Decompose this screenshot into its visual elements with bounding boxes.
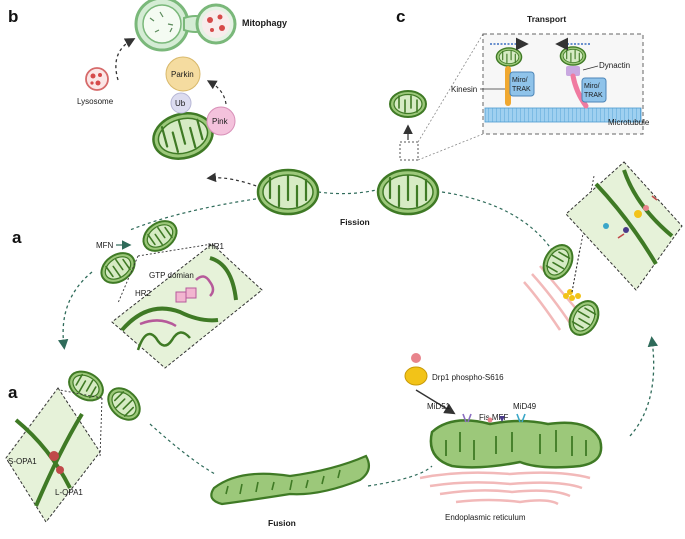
transport-zoom-box [399,141,419,161]
lysosome-icon [85,67,109,91]
drp1-arrow [415,389,456,415]
autophagosome-icon [134,0,237,52]
cycle-path-right [441,191,553,251]
dynactin-label: Dynactin [599,61,630,70]
mitochondrion-icon [94,246,142,290]
mitochondrion-icon [536,238,580,286]
zoom-line-2 [417,133,484,161]
zoom-line-4 [137,243,213,257]
cycle-arrow-up [629,336,658,437]
parkin-icon [165,56,201,92]
mid49-label: MiD49 [513,402,537,411]
ub-label: Ub [175,99,186,108]
ub-icon [170,92,192,114]
zoom-line-3 [117,255,139,304]
fis-mff-label: Fis MFF [479,413,508,422]
miro-trak-label-1: Miro/ [512,77,528,84]
panel-label-b: b [8,7,18,26]
drp1-icon [404,366,428,386]
parkin-label: Parkin [171,70,194,79]
panel-label-c: c [396,7,405,26]
hr2-label: HR2 [135,289,152,298]
mitochondrion-icon [495,47,523,67]
cycle-path-bottom-left [149,423,216,475]
transport-label: Transport [527,14,566,24]
cycle-arrow-top [206,172,263,189]
pink-icon [206,106,236,136]
mitochondrion-icon [256,168,320,216]
cycle-arrow-down [58,271,93,350]
pink-label: Pink [212,117,229,126]
mitochondrion-icon [376,168,440,216]
microtubule-label: Microtubule [608,118,650,127]
fission-label: Fission [340,217,370,227]
microtubule-icon [484,107,642,123]
er-label: Endoplasmic reticulum [445,513,526,522]
mitochondrion-icon [389,90,427,118]
pink-arrow [206,80,227,105]
mitochondrion-icon [429,419,603,469]
cycle-path-left [129,197,263,231]
mfn-zoom-panel [111,243,263,369]
miro-trak-label-2: Miro/ [584,83,600,90]
miro-trak-label-1b: TRAK [512,86,531,93]
drp1-label: Drp1 phospho-S616 [432,373,504,382]
cycle-path-fission [317,189,377,195]
fusion-label: Fusion [268,518,296,528]
hr1-label: HR1 [208,242,225,251]
cycle-path-bottom-right [367,465,433,487]
dynactin-pointer [582,65,599,71]
receptor-icons [462,413,526,423]
mitochondrion-icon [147,105,219,167]
miro-trak-box-2 [581,77,607,103]
mitochondrion-icon [559,46,587,66]
mitochondrion-icon [101,381,147,427]
s-opa1-label: S-OPA1 [8,457,37,466]
l-opa1-label: L-OPA1 [55,488,83,497]
mfn-label: MFN [96,241,114,250]
mitophagy-label: Mitophagy [242,18,287,28]
dynactin-stalk [570,73,589,109]
zoom-line-6 [99,397,103,459]
kinesin-label: Kinesin [451,85,477,94]
panel-label-a-lower: a [8,383,18,402]
gtp-domain-label: GTP domian [149,271,194,280]
panel-label-a: a [12,228,22,247]
mid51-label: MiD51 [427,402,451,411]
miro-trak-box-1 [509,71,535,97]
fission-zoom-panel [565,161,683,291]
lysosome-label: Lysosome [77,97,114,106]
zoom-line-1 [417,33,484,143]
miro-trak-label-2b: TRAK [584,92,603,99]
drp1-head-icon [411,353,421,363]
mitochondrion-icon [62,364,110,408]
zoom-line-8 [571,247,581,293]
endoplasmic-reticulum-icon [419,471,591,506]
mitophagy-arrow [115,38,136,81]
dynactin-complex [566,66,580,76]
zoom-line-5 [59,389,103,399]
opa1-zoom-panel [5,387,101,523]
mitochondrion-icon [210,454,371,506]
mitochondrion-icon [136,214,184,258]
drp1-ring-icon [563,289,581,301]
